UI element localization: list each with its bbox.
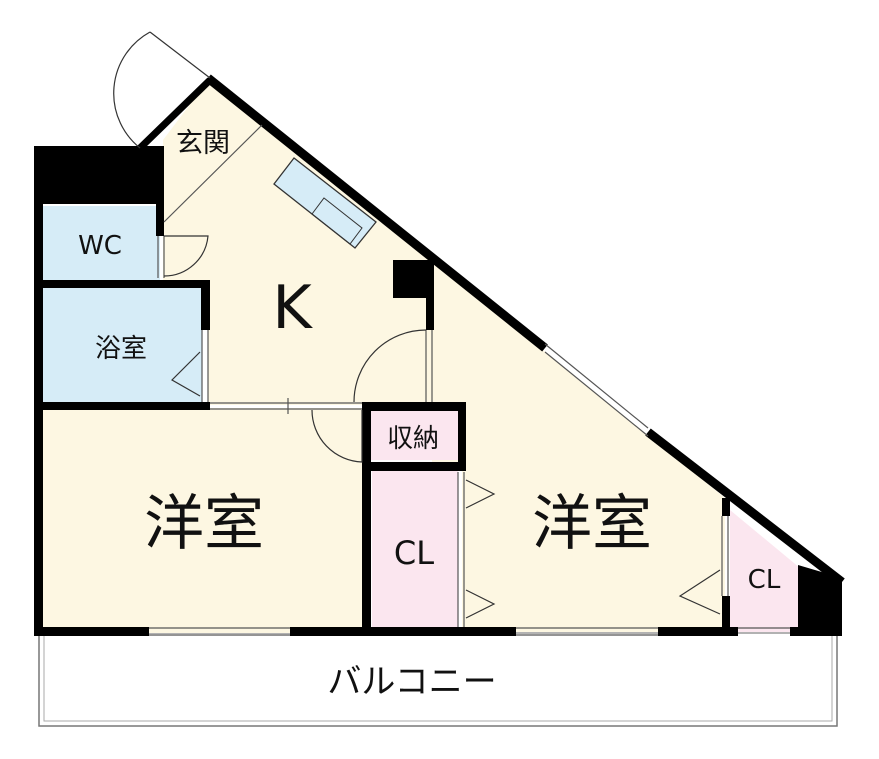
partitions <box>149 124 790 636</box>
kitchen-floor <box>163 78 432 405</box>
storage-floor <box>370 410 460 460</box>
label-western-room-right: 洋室 <box>532 489 652 559</box>
label-kitchen: K <box>272 273 313 343</box>
entrance-wall <box>137 77 213 151</box>
bath-floor <box>40 287 202 403</box>
label-balcony: バルコニー <box>327 662 496 702</box>
label-entrance: 玄関 <box>176 128 230 159</box>
closet-right-floor <box>730 510 800 632</box>
kitchen-sink <box>273 157 377 249</box>
diagonal-wall <box>205 74 845 586</box>
label-closet-center: CL <box>394 534 434 572</box>
closet-center-floor <box>372 470 458 630</box>
walls <box>34 146 842 636</box>
western-room-right-floor <box>432 260 725 632</box>
door-swings <box>113 31 721 619</box>
western-room-left-floor <box>40 408 365 633</box>
label-closet-right: CL <box>748 565 781 595</box>
wc-floor <box>40 206 160 280</box>
label-wc: WC <box>78 231 122 261</box>
diagonal-window <box>544 343 649 437</box>
label-storage: 収納 <box>387 424 439 454</box>
label-western-room-left: 洋室 <box>144 489 264 559</box>
label-bath: 浴室 <box>95 334 147 364</box>
